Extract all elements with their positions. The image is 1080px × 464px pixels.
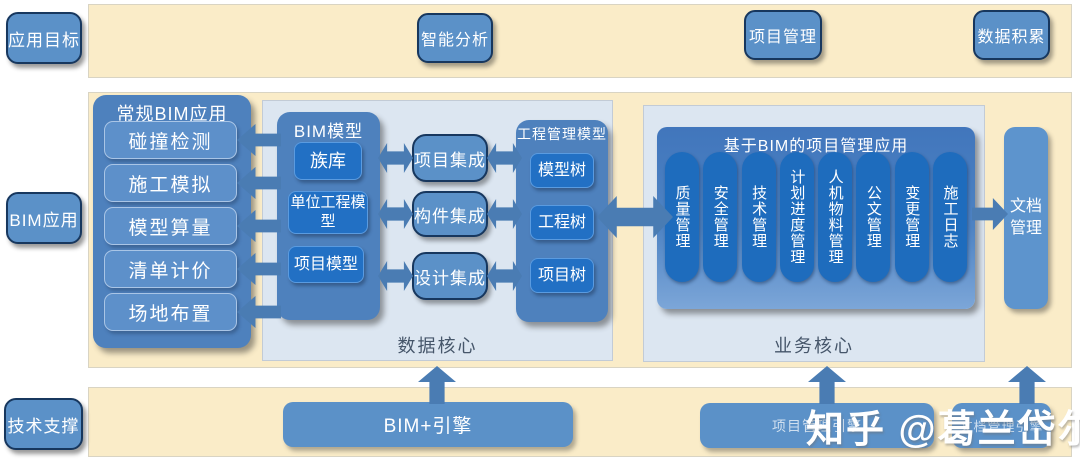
row-label-tech-support: 技术支撑: [4, 398, 83, 450]
bim-app-item-label: 施工模拟: [128, 174, 213, 196]
pm-model-item-project-tree: 项目树: [530, 258, 594, 293]
pm-pill-label: 计划进度管理: [788, 169, 806, 265]
bim-model-item-label: 项目模型: [293, 255, 358, 273]
engine-bar-project-management: 项目管理引擎: [700, 403, 934, 448]
pm-pill-label: 人机物料管理: [826, 169, 844, 265]
bim-model-item-family-library: 族库: [294, 142, 362, 180]
integration-node-label: 项目集成: [414, 150, 486, 170]
data-core-label: 数据核心: [397, 336, 478, 356]
application-goal-band: [88, 4, 1072, 78]
pm-model-item-model-tree: 模型树: [530, 153, 594, 188]
goal-node-data-accumulation: 数据积累: [973, 10, 1050, 60]
engine-bar-bim-plus: BIM+引擎: [283, 402, 573, 447]
pm-model-item-label: 项目树: [537, 266, 586, 284]
pm-pill-resources: 人机物料管理: [818, 152, 853, 282]
bim-app-item-label: 场地布置: [128, 303, 213, 325]
pm-pill-label: 安全管理: [711, 185, 729, 249]
bim-app-item-model-quantity: 模型算量: [104, 207, 237, 245]
integration-node-component: 构件集成: [412, 191, 488, 237]
pm-pill-label: 施工日志: [941, 185, 959, 249]
pm-pill-label: 技术管理: [750, 185, 768, 249]
bim-app-item-site-layout: 场地布置: [104, 293, 237, 331]
pm-pill-technology: 技术管理: [741, 152, 776, 282]
row-label-bim-application: BIM应用: [6, 192, 82, 244]
engine-bar-label: BIM+引擎: [383, 416, 473, 437]
pm-pill-change: 变更管理: [894, 152, 929, 282]
bim-model-title: BIM模型: [293, 122, 364, 141]
bim-app-item-label: 模型算量: [128, 217, 213, 239]
engine-bar-label: 文档管理引擎: [959, 419, 1044, 434]
pm-model-item-label: 模型树: [537, 161, 586, 179]
goal-node-smart-analysis: 智能分析: [417, 13, 493, 63]
pm-pill-schedule: 计划进度管理: [779, 152, 814, 282]
doc-management-column: 文档管理: [1004, 127, 1048, 309]
pm-pill-label: 公文管理: [864, 185, 882, 249]
bim-app-item-bill-pricing: 清单计价: [104, 250, 237, 288]
engine-bar-label: 项目管理引擎: [772, 417, 862, 434]
bim-app-item-label: 碰撞检测: [128, 131, 213, 153]
integration-node-label: 设计集成: [414, 268, 486, 288]
integration-node-design: 设计集成: [412, 252, 488, 300]
bim-pm-apps-title: 基于BIM的项目管理应用: [723, 138, 909, 155]
bim-model-item-unit-project-model: 单位工程模型: [288, 191, 368, 234]
integration-node-label: 构件集成: [414, 206, 486, 226]
conventional-bim-apps-title: 常规BIM应用: [116, 104, 228, 124]
bim-model-item-project-model: 项目模型: [288, 246, 364, 283]
integration-node-project: 项目集成: [412, 134, 488, 182]
row-label-text: 应用目标: [8, 30, 80, 50]
goal-node-label: 数据积累: [977, 29, 1046, 46]
pm-model-item-project-tree-eng: 工程树: [530, 205, 594, 240]
bim-app-item-label: 清单计价: [128, 260, 213, 282]
goal-node-project-management: 项目管理: [744, 10, 822, 60]
bim-pm-apps-pill-row: 质量管理 安全管理 技术管理 计划进度管理 人机物料管理 公文管理 变更管理 施…: [665, 152, 967, 282]
bim-app-item-construction-simulation: 施工模拟: [104, 164, 237, 202]
pm-pill-label: 变更管理: [903, 185, 921, 249]
pm-model-item-label: 工程树: [537, 213, 586, 231]
row-label-text: 技术支撑: [7, 416, 80, 436]
pm-pill-label: 质量管理: [673, 185, 691, 249]
bim-model-item-label: 族库: [310, 150, 346, 171]
business-core-label: 业务核心: [774, 336, 854, 356]
pm-pill-documents: 公文管理: [856, 152, 891, 282]
watermark-text: 知乎 @葛兰岱尔: [806, 409, 1080, 451]
row-label-text: BIM应用: [9, 210, 79, 230]
goal-node-label: 项目管理: [748, 29, 817, 46]
bim-model-item-label: 单位工程模型: [290, 193, 366, 230]
doc-management-label: 文档管理: [1009, 198, 1042, 237]
pm-pill-construction-log: 施工日志: [932, 152, 967, 282]
bim-app-item-clash-detection: 碰撞检测: [104, 121, 237, 159]
goal-node-label: 智能分析: [420, 32, 489, 49]
row-label-application-goal: 应用目标: [6, 12, 82, 64]
pm-pill-safety: 安全管理: [703, 152, 738, 282]
engine-bar-doc-management: 文档管理引擎: [952, 403, 1051, 448]
pm-model-title: 工程管理模型: [517, 126, 607, 142]
